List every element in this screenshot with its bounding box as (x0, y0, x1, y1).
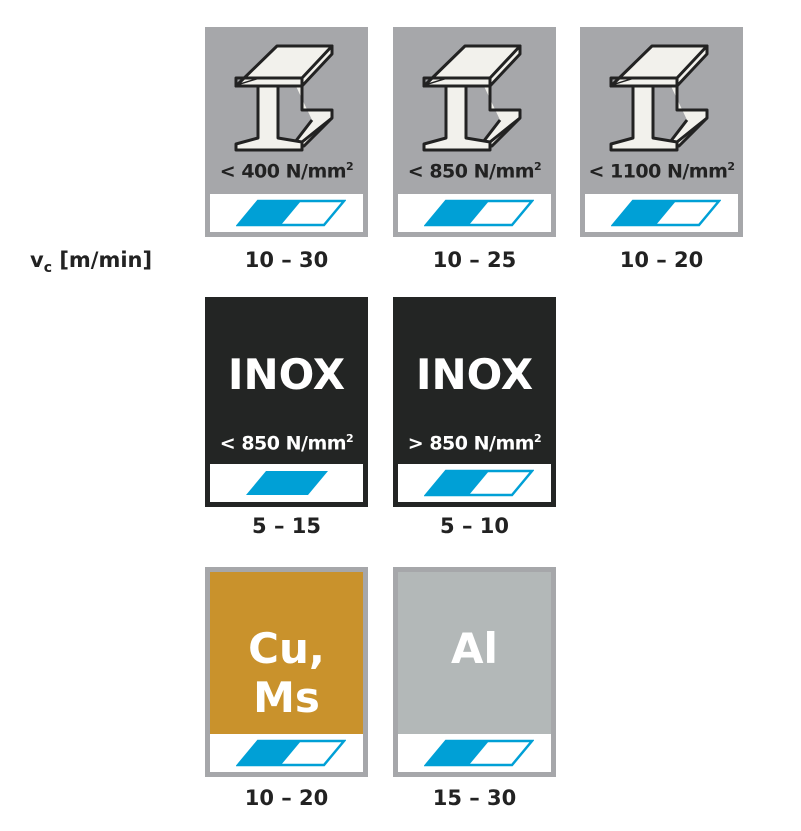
material-card-steel-850: < 850 N/mm2 (393, 27, 556, 237)
speed-value: 5 – 15 (252, 514, 321, 538)
material-card-steel-400: < 400 N/mm2 (205, 27, 368, 237)
strength-label: < 400 N/mm2 (219, 160, 354, 183)
speed-value: 10 – 30 (244, 248, 329, 272)
material-title: Al (451, 624, 498, 673)
speed-value: 10 – 25 (432, 248, 517, 272)
cutting-speed-label: vc [m/min] (30, 248, 153, 277)
i-beam-icon (609, 44, 709, 152)
material-card-inox-below-850: INOX < 850 N/mm2 (205, 297, 368, 507)
indicator-half-icon (611, 199, 721, 227)
indicator-half-icon (424, 199, 534, 227)
material-card-copper-brass: Cu, Ms (205, 567, 368, 777)
speed-value: 5 – 10 (440, 514, 509, 538)
indicator-half-icon (236, 199, 346, 227)
strength-label: < 850 N/mm2 (407, 160, 542, 183)
indicator-half-icon (424, 739, 534, 767)
material-card-inox-above-850: INOX > 850 N/mm2 (393, 297, 556, 507)
speed-value: 10 – 20 (244, 786, 329, 810)
indicator-half-icon (424, 469, 534, 497)
indicator-full-icon (246, 471, 328, 495)
material-title: Cu, Ms (248, 624, 325, 722)
speed-value: 10 – 20 (619, 248, 704, 272)
material-card-steel-1100: < 1100 N/mm2 (580, 27, 743, 237)
strength-label: < 850 N/mm2 (219, 432, 354, 455)
material-card-aluminium: Al (393, 567, 556, 777)
speed-value: 15 – 30 (432, 786, 517, 810)
material-title: INOX (415, 350, 534, 399)
i-beam-icon (422, 44, 522, 152)
i-beam-icon (234, 44, 334, 152)
strength-label: < 1100 N/mm2 (588, 160, 735, 183)
strength-label: > 850 N/mm2 (407, 432, 542, 455)
indicator-half-icon (236, 739, 346, 767)
material-title: INOX (227, 350, 346, 399)
